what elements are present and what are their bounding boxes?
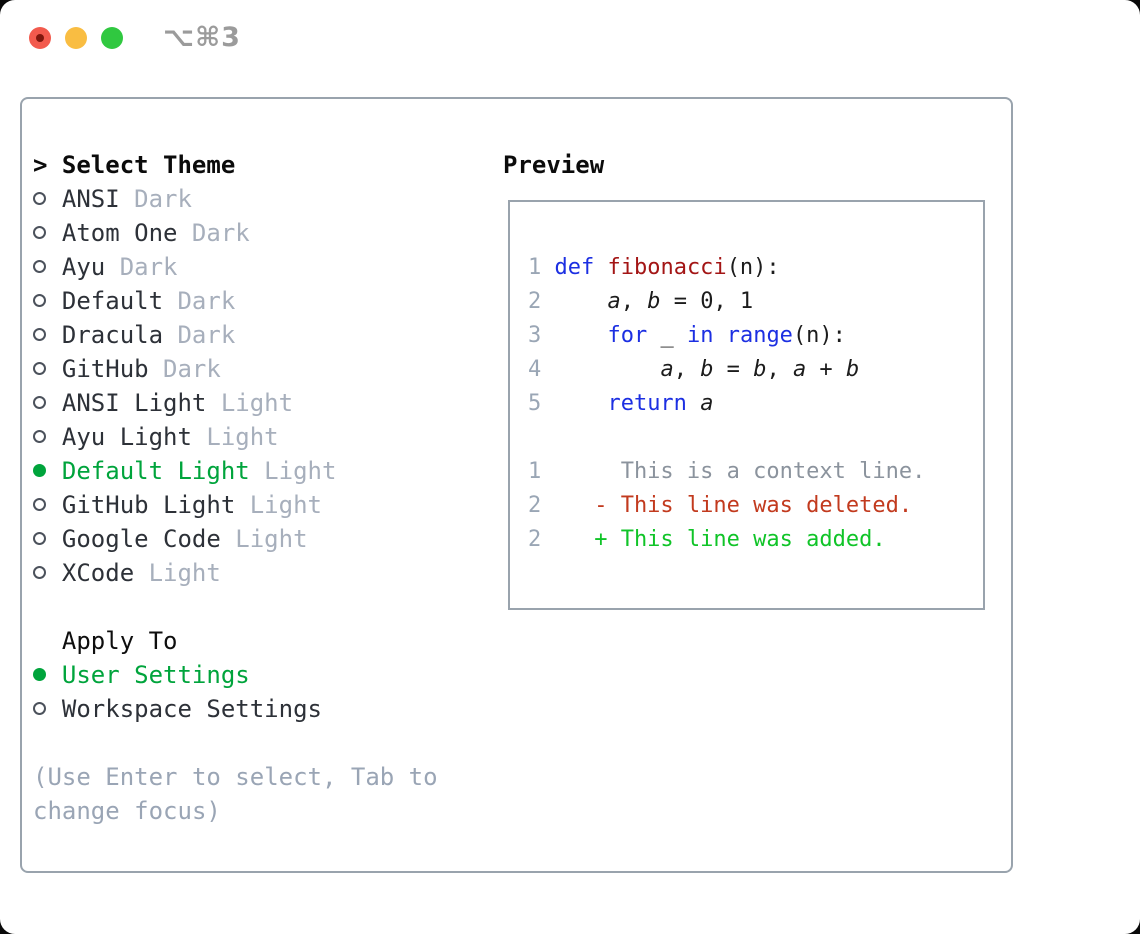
preview-line: 2 - This line was deleted. xyxy=(528,489,983,523)
theme-variant-tag: Light xyxy=(148,559,221,587)
line-number: 2 xyxy=(528,493,542,518)
preview-line: 4 a, b = b, a + b xyxy=(528,353,983,387)
theme-option-github[interactable]: GitHub Dark xyxy=(33,352,478,386)
theme-variant-tag: Light xyxy=(264,457,337,485)
line-number: 1 xyxy=(528,255,542,280)
theme-variant-tag: Light xyxy=(249,491,322,519)
theme-variant-tag: Dark xyxy=(119,253,178,281)
theme-option-label: GitHub Light xyxy=(61,491,236,519)
window-title: ⌥⌘3 xyxy=(163,22,241,53)
theme-variant-tag: Dark xyxy=(191,219,250,247)
theme-option-label: Google Code xyxy=(61,525,221,553)
minimize-button[interactable] xyxy=(65,27,87,49)
radio-unselected-icon xyxy=(33,182,62,216)
theme-option-label: XCode xyxy=(61,559,135,587)
preview-line: 1 This is a context line. xyxy=(528,455,983,489)
theme-variant-tag: Dark xyxy=(177,321,236,349)
preview-line: 3 for _ in range(n): xyxy=(528,319,983,353)
theme-option-label: Default xyxy=(61,287,164,315)
preview-header: Preview xyxy=(503,151,605,179)
radio-unselected-icon xyxy=(33,386,62,420)
radio-unselected-icon xyxy=(33,420,62,454)
select-theme-title: Select Theme xyxy=(61,151,236,179)
theme-option-ansi[interactable]: ANSI Dark xyxy=(33,182,478,216)
help-text: (Use Enter to select, Tab to change focu… xyxy=(33,763,438,825)
theme-option-ayu[interactable]: Ayu Dark xyxy=(33,250,478,284)
radio-unselected-icon xyxy=(33,216,62,250)
theme-variant-tag: Dark xyxy=(163,355,221,383)
preview-line: 2 + This line was added. xyxy=(528,523,983,557)
zoom-button[interactable] xyxy=(101,27,123,49)
close-button[interactable] xyxy=(29,27,51,49)
theme-variant-tag: Dark xyxy=(134,185,192,213)
theme-option-label: Default Light xyxy=(61,457,250,485)
preview-line: 5 return a xyxy=(528,387,983,421)
preview-line xyxy=(528,421,983,455)
theme-option-atom-one[interactable]: Atom One Dark xyxy=(33,216,478,250)
radio-unselected-icon xyxy=(33,250,62,284)
radio-unselected-icon xyxy=(33,522,62,556)
theme-variant-tag: Dark xyxy=(177,287,236,315)
theme-option-label: Ayu Light xyxy=(61,423,192,451)
line-number: 2 xyxy=(528,289,542,314)
theme-option-default-light[interactable]: Default Light Light xyxy=(33,454,478,488)
theme-option-dracula[interactable]: Dracula Dark xyxy=(33,318,478,352)
theme-option-google-code[interactable]: Google Code Light xyxy=(33,522,478,556)
theme-option-label: Ayu xyxy=(61,253,106,281)
radio-unselected-icon xyxy=(33,284,62,318)
apply-to-header: Apply To xyxy=(33,624,478,658)
prompt-caret-icon: > xyxy=(33,151,48,179)
theme-option-label: ANSI Light xyxy=(61,389,207,417)
line-number: 4 xyxy=(528,357,542,382)
line-number: 3 xyxy=(528,323,542,348)
preview-line: 2 a, b = 0, 1 xyxy=(528,285,983,319)
theme-variant-tag: Light xyxy=(206,423,279,451)
radio-unselected-icon xyxy=(33,692,62,726)
line-number: 5 xyxy=(528,391,542,416)
apply-option-user-settings[interactable]: User Settings xyxy=(33,658,478,692)
theme-option-default[interactable]: Default Dark xyxy=(33,284,478,318)
theme-option-github-light[interactable]: GitHub Light Light xyxy=(33,488,478,522)
theme-option-label: Dracula xyxy=(61,321,164,349)
theme-option-label: GitHub xyxy=(61,355,149,383)
apply-to-title: Apply To xyxy=(61,627,178,655)
theme-option-ansi-light[interactable]: ANSI Light Light xyxy=(33,386,478,420)
theme-variant-tag: Light xyxy=(220,389,294,417)
radio-unselected-icon xyxy=(33,556,62,590)
select-theme-header: > Select Theme xyxy=(33,148,478,182)
theme-option-xcode[interactable]: XCode Light xyxy=(33,556,478,590)
line-number: 1 xyxy=(528,459,542,484)
radio-selected-icon xyxy=(33,658,62,692)
radio-selected-icon xyxy=(33,454,62,488)
radio-unselected-icon xyxy=(33,352,62,386)
apply-option-label: Workspace Settings xyxy=(61,695,322,723)
modified-dot-icon xyxy=(36,34,44,42)
theme-option-label: ANSI xyxy=(61,185,120,213)
radio-unselected-icon xyxy=(33,488,62,522)
titlebar: ⌥⌘3 xyxy=(0,0,1140,76)
apply-option-workspace-settings[interactable]: Workspace Settings xyxy=(33,692,478,726)
theme-option-label: Atom One xyxy=(61,219,178,247)
theme-option-ayu-light[interactable]: Ayu Light Light xyxy=(33,420,478,454)
theme-variant-tag: Light xyxy=(235,525,308,553)
apply-option-label: User Settings xyxy=(61,661,250,689)
line-number: 2 xyxy=(528,527,542,552)
radio-unselected-icon xyxy=(33,318,62,352)
spacer xyxy=(33,590,478,624)
